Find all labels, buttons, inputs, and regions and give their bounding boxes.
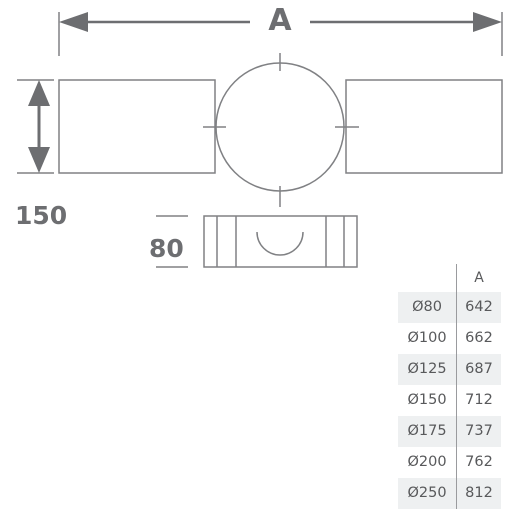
diameter-cell: Ø80 [398, 292, 457, 323]
table-row: Ø175 737 [398, 416, 501, 447]
dimension-a: A [58, 3, 503, 56]
a-cell: 642 [456, 292, 501, 323]
dimension-depth: 80 [149, 215, 188, 268]
arrow-left-icon [59, 12, 88, 32]
table-row: Ø250 812 [398, 478, 501, 509]
a-cell: 687 [456, 354, 501, 385]
dimension-depth-label: 80 [149, 234, 184, 263]
front-view [203, 215, 358, 268]
arrow-down-icon [28, 147, 50, 173]
header-diameter [398, 264, 457, 292]
arrow-up-icon [28, 80, 50, 106]
diameter-cell: Ø125 [398, 354, 457, 385]
a-cell: 737 [456, 416, 501, 447]
table-row: Ø125 687 [398, 354, 501, 385]
table-row: Ø150 712 [398, 385, 501, 416]
diameter-cell: Ø200 [398, 447, 457, 478]
table-row: Ø100 662 [398, 323, 501, 354]
a-cell: 712 [465, 392, 493, 409]
diameter-cell: Ø250 [398, 478, 457, 509]
dimension-height-label: 150 [15, 201, 67, 230]
table-row: Ø80 642 [398, 292, 501, 323]
table-header-row: A [398, 264, 501, 292]
a-cell: 762 [465, 454, 493, 471]
front-view-opening [256, 231, 304, 256]
center-marks [203, 53, 359, 207]
diameter-cell: Ø100 [398, 323, 457, 354]
arrow-right-icon [473, 12, 502, 32]
left-duct [58, 79, 216, 174]
dimension-height: 150 [15, 79, 67, 230]
size-table: A Ø80 642 Ø100 662 Ø125 687 Ø150 712 Ø17… [398, 264, 501, 509]
round-connector [215, 62, 345, 192]
a-cell: 662 [465, 330, 493, 347]
right-duct [345, 79, 503, 174]
header-a: A [474, 270, 484, 286]
diameter-cell: Ø175 [398, 416, 457, 447]
table-row: Ø200 762 [398, 447, 501, 478]
a-cell: 812 [456, 478, 501, 509]
dimension-a-label: A [268, 3, 292, 38]
diameter-cell: Ø150 [398, 385, 457, 416]
